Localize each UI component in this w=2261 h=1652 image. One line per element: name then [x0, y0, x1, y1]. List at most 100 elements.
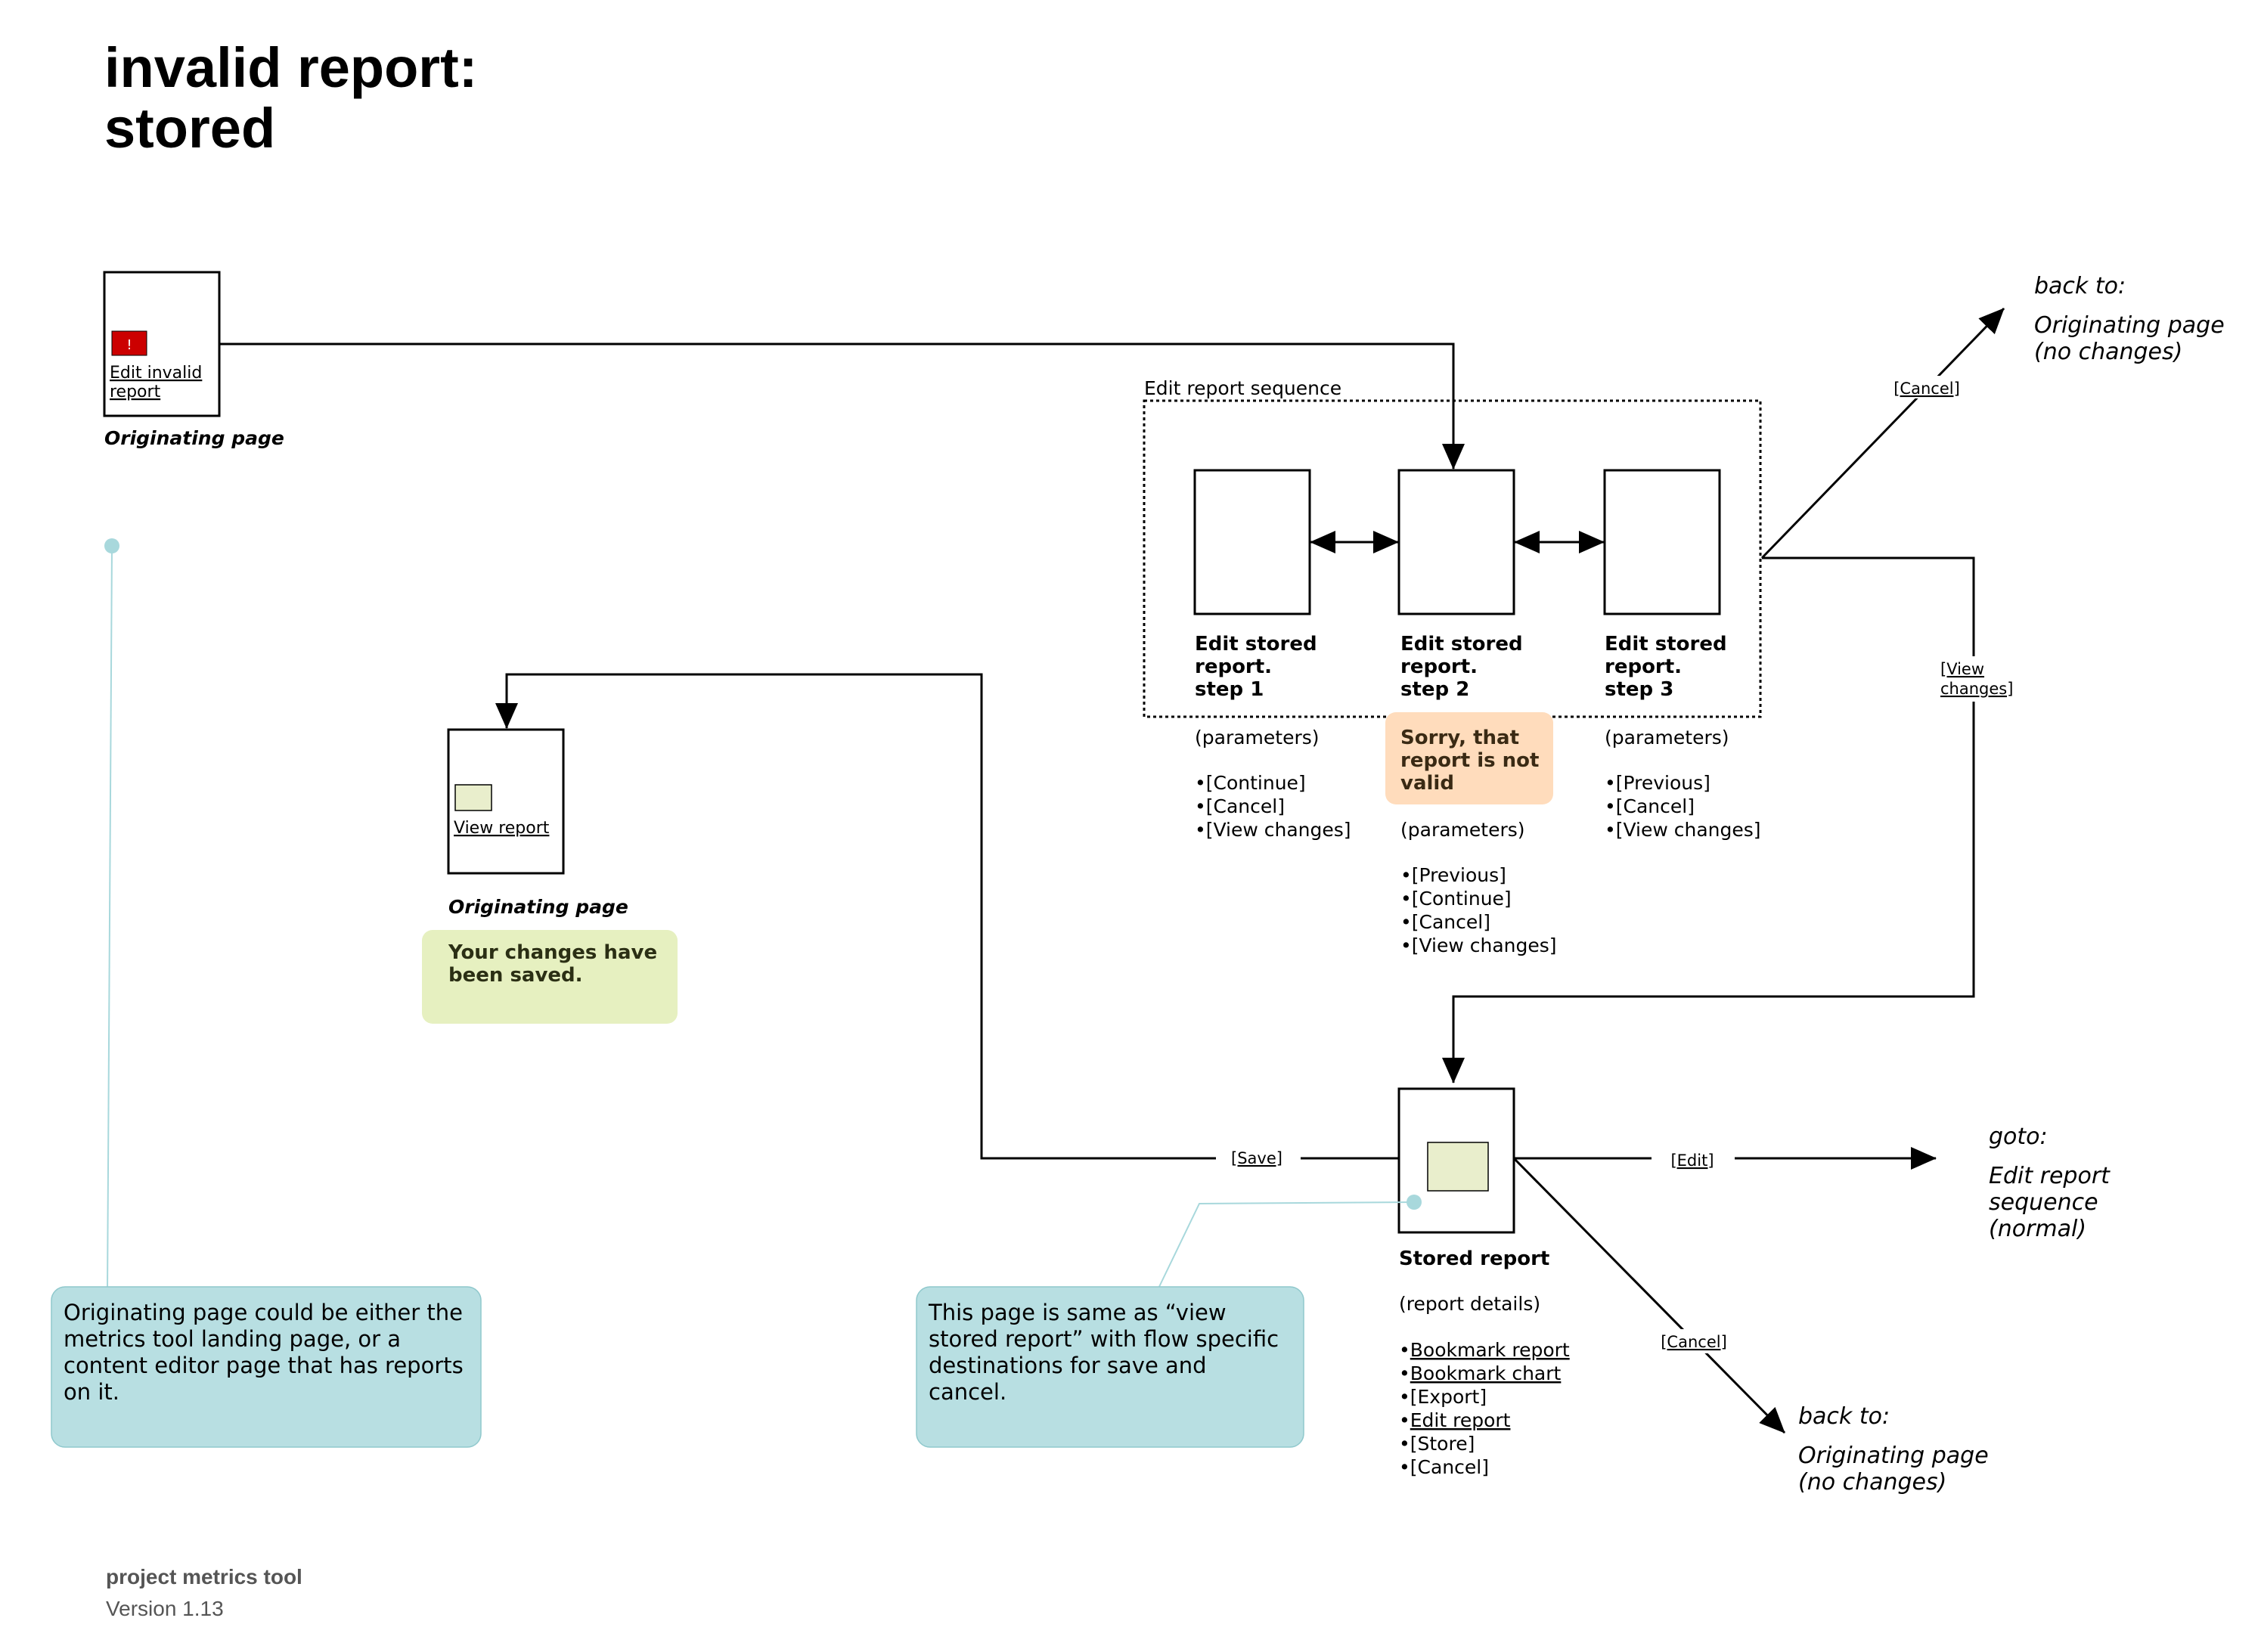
note-mid-line2: stored report” with flow specific: [929, 1326, 1279, 1352]
originating-page-top-caption: Originating page: [104, 427, 284, 449]
goto-edit-sequence: goto: Edit report sequence (normal): [1989, 1124, 2111, 1242]
step2-action-view-changes[interactable]: •[View changes]: [1400, 934, 1557, 956]
stored-report-details: (report details): [1399, 1293, 1540, 1315]
saved-message-bg: [422, 930, 678, 1024]
step1-box: [1193, 469, 1311, 615]
note-left: Originating page could be either the met…: [64, 1300, 464, 1405]
back-to-bottom-line2: (no changes): [1798, 1469, 1946, 1495]
step2-error-line2: report is not: [1400, 749, 1539, 772]
step2-error-message: Sorry, that report is not valid: [1400, 727, 1539, 795]
step1-title-line2: report.: [1195, 656, 1272, 678]
view-changes-label-line1[interactable]: [View: [1940, 660, 1984, 678]
edge-stored-cancel: [1512, 1157, 1786, 1434]
step3-action-previous[interactable]: •[Previous]: [1605, 772, 1710, 794]
alert-icon: [111, 330, 147, 356]
stored-report-caption: Stored report: [1399, 1248, 1549, 1270]
view-changes-label-bg: [1936, 656, 2014, 702]
step1-title-line3: step 1: [1195, 678, 1264, 701]
step2-action-cancel[interactable]: •[Cancel]: [1400, 911, 1490, 933]
cancel-label-top[interactable]: [Cancel]: [1893, 380, 1960, 398]
step1-caption: Edit stored report. step 1: [1195, 633, 1317, 701]
step3-title-line2: report.: [1605, 656, 1682, 678]
step2-title-line2: report.: [1400, 656, 1478, 678]
saved-message-line2: been saved.: [448, 964, 583, 987]
note-mid-line4: cancel.: [929, 1379, 1006, 1405]
back-to-bottom-line1: Originating page: [1798, 1443, 1989, 1469]
step2-action-previous[interactable]: •[Previous]: [1400, 864, 1506, 886]
step1-action-continue[interactable]: •[Continue]: [1195, 772, 1306, 794]
step2-error-line1: Sorry, that: [1400, 727, 1519, 749]
step1-action-view-changes[interactable]: •[View changes]: [1195, 819, 1351, 841]
saved-message: Your changes have been saved.: [448, 941, 657, 987]
step2-caption: Edit stored report. step 2: [1400, 633, 1523, 701]
page-title-line2: stored: [104, 97, 275, 160]
step2-title-line1: Edit stored: [1400, 633, 1523, 656]
note-mid: This page is same as “view stored report…: [928, 1300, 1279, 1405]
step3-caption: Edit stored report. step 3: [1605, 633, 1727, 701]
step2-title-line3: step 2: [1400, 678, 1469, 701]
note-left-line1: Originating page could be either the: [64, 1300, 463, 1325]
edge-view-changes: [1442, 556, 1975, 1083]
annotation-line-mid: [1156, 1201, 1415, 1292]
edit-label-bg: [1652, 1143, 1735, 1170]
back-to-top-line2: (no changes): [2034, 339, 2182, 365]
step3-title-line1: Edit stored: [1605, 633, 1727, 656]
step2-params: (parameters): [1400, 819, 1525, 841]
step3-title-line3: step 3: [1605, 678, 1673, 701]
back-to-bottom: back to: Originating page (no changes): [1798, 1403, 1989, 1495]
cancel-label-bottom-bg: [1658, 1329, 1730, 1353]
note-left-bg: [51, 1286, 482, 1448]
view-changes-label-line2[interactable]: changes]: [1940, 680, 2013, 698]
step3-box: [1603, 469, 1721, 615]
note-left-line3: content editor page that has reports: [64, 1353, 464, 1378]
stored-report-thumbnail-icon: [1427, 1142, 1489, 1192]
stored-report-actions: •Bookmark report •Bookmark chart •[Expor…: [1399, 1339, 1570, 1478]
annotation-line-left: [107, 545, 113, 1294]
cancel-label-bottom[interactable]: [Cancel]: [1661, 1333, 1727, 1351]
back-to-top: back to: Originating page (no changes): [2034, 273, 2225, 365]
cancel-label-top-bg: [1890, 376, 1963, 398]
edit-report-sequence-label: Edit report sequence: [1144, 377, 1341, 399]
goto-line1: Edit report: [1989, 1163, 2111, 1189]
edit-invalid-report-link-line2[interactable]: report: [110, 383, 161, 401]
step3-action-view-changes[interactable]: •[View changes]: [1605, 819, 1761, 841]
edit-label[interactable]: [Edit]: [1670, 1151, 1714, 1170]
edge-save: [495, 673, 1399, 1160]
save-label-bg: [1216, 1143, 1301, 1170]
step3-action-cancel[interactable]: •[Cancel]: [1605, 795, 1695, 817]
stored-report-action-edit-report[interactable]: •Edit report: [1399, 1409, 1511, 1431]
edge-sequence-cancel-top: [1760, 307, 2005, 559]
report-thumbnail-icon: [454, 784, 492, 811]
footer-product: project metrics tool: [106, 1565, 302, 1588]
step2-error-message-bg: [1385, 712, 1553, 804]
step2-error-line3: valid: [1400, 772, 1454, 795]
stored-report-action-export[interactable]: •[Export]: [1399, 1386, 1487, 1408]
stored-report-action-store[interactable]: •[Store]: [1399, 1433, 1475, 1455]
stored-report-action-cancel[interactable]: •[Cancel]: [1399, 1456, 1489, 1478]
view-report-link[interactable]: View report: [454, 819, 550, 838]
goto-line3: (normal): [1989, 1216, 2086, 1242]
step2-box: [1397, 469, 1515, 615]
back-to-top-line1: Originating page: [2034, 312, 2225, 339]
originating-page-mid-caption: Originating page: [448, 896, 628, 918]
step2-action-continue[interactable]: •[Continue]: [1400, 888, 1512, 910]
stored-report-action-bookmark-chart[interactable]: •Bookmark chart: [1399, 1362, 1562, 1384]
save-label[interactable]: [Save]: [1231, 1149, 1282, 1167]
goto-heading: goto:: [1989, 1124, 2048, 1150]
note-mid-line1: This page is same as “view: [928, 1300, 1227, 1325]
note-mid-bg: [916, 1286, 1304, 1448]
goto-line2: sequence: [1989, 1189, 2098, 1216]
step1-params: (parameters): [1195, 727, 1320, 749]
note-mid-line3: destinations for save and: [929, 1353, 1207, 1378]
footer-version: Version 1.13: [106, 1597, 224, 1620]
back-to-bottom-heading: back to:: [1798, 1403, 1890, 1430]
note-left-line4: on it.: [64, 1379, 119, 1405]
step1-action-cancel[interactable]: •[Cancel]: [1195, 795, 1285, 817]
stored-report-action-bookmark-report[interactable]: •Bookmark report: [1399, 1339, 1570, 1361]
alert-glyph: !: [126, 337, 132, 353]
step3-params: (parameters): [1605, 727, 1729, 749]
page-title-line1: invalid report:: [104, 36, 477, 99]
edit-invalid-report-link-line1[interactable]: Edit invalid: [110, 364, 202, 383]
saved-message-line1: Your changes have: [448, 941, 657, 964]
